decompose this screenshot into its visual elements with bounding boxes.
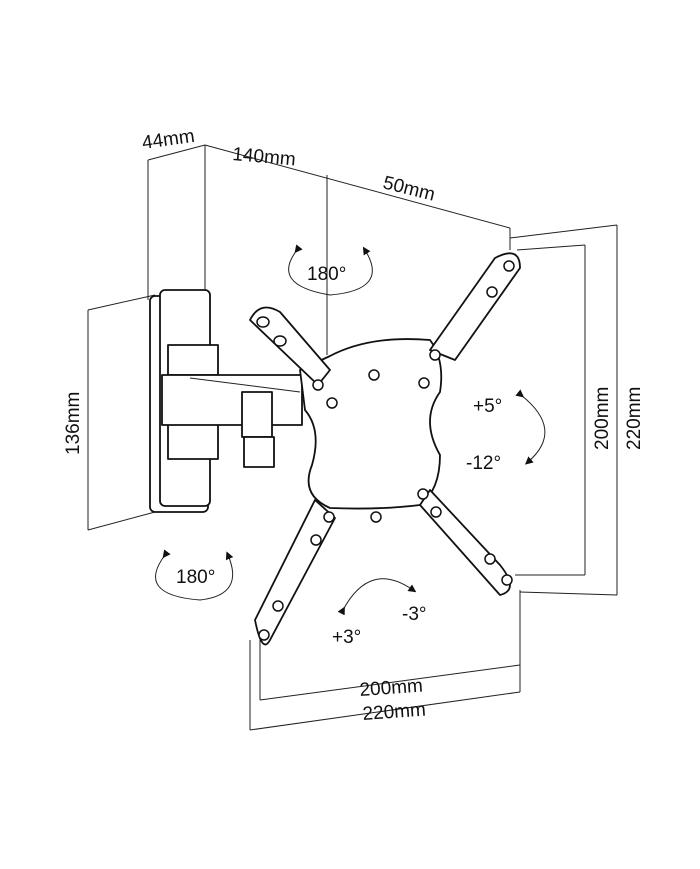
dimension-lines [87, 144, 618, 731]
tilt-down-label: -12° [466, 453, 501, 474]
rotation-arrows [155, 244, 546, 616]
level-plus-label: +3° [332, 627, 361, 648]
swing-arm [161, 344, 303, 468]
dimension-label-vesa-vertical-220mm: 220mm [624, 387, 645, 450]
vesa-plate [249, 252, 521, 646]
dimension-label-140mm: 140mm [232, 144, 297, 170]
tilt-up-label: +5° [473, 396, 502, 417]
level-minus-label: -3° [402, 604, 427, 625]
dimension-label-vesa-horizontal-220mm: 220mm [362, 700, 427, 725]
dimension-label-vesa-vertical-200mm: 200mm [592, 387, 613, 450]
dimension-label-vesa-horizontal-200mm: 200mm [359, 676, 424, 701]
swivel-top-label: 180° [307, 264, 346, 285]
dimension-label-136mm: 136mm [63, 392, 84, 455]
swivel-bottom-label: 180° [176, 567, 215, 588]
mounting-holes [256, 260, 515, 641]
